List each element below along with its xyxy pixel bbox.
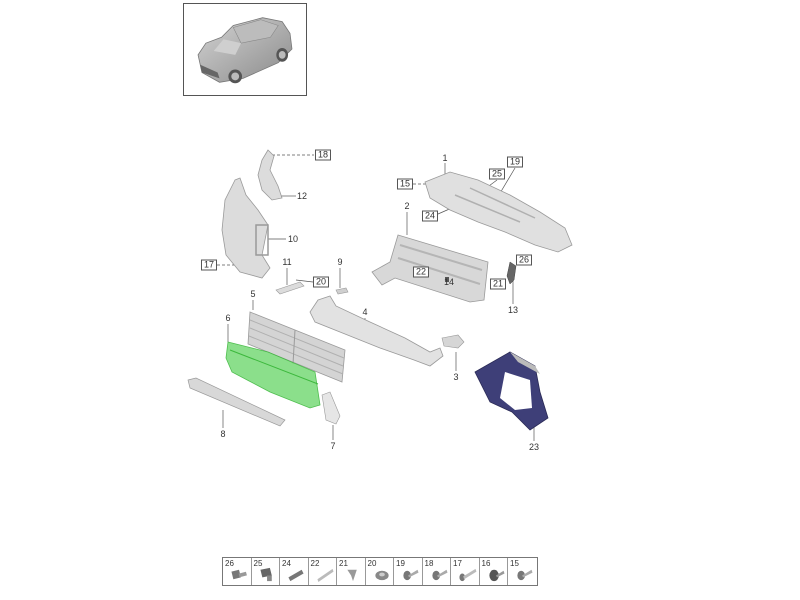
fastener-19[interactable]: 19 — [394, 558, 423, 585]
part-10-carrier — [221, 177, 271, 279]
fastener-number: 22 — [310, 559, 320, 568]
callout-26[interactable]: 26 — [515, 254, 533, 266]
bolt-flange-icon — [259, 567, 272, 582]
fastener-number: 25 — [253, 559, 263, 568]
callout-18[interactable]: 18 — [314, 149, 332, 161]
bolt-washer-icon — [403, 569, 419, 581]
part-4-reinforcement — [309, 295, 444, 367]
bolt-wide-icon — [231, 569, 247, 580]
fastener-number: 17 — [453, 559, 462, 568]
part-3-bracket — [441, 334, 465, 349]
fastener-number: 16 — [481, 559, 491, 568]
callout-13[interactable]: 13 — [507, 305, 519, 315]
bolt-washer-dark-icon — [488, 569, 504, 582]
fastener-26[interactable]: 26 — [223, 558, 252, 585]
bolt-washer-icon — [517, 569, 533, 581]
part-6-highlighted — [225, 341, 321, 409]
fastener-25[interactable]: 25 — [252, 558, 280, 585]
callout-8[interactable]: 8 — [220, 429, 226, 439]
nut-icon — [374, 570, 389, 581]
callout-11[interactable]: 11 — [282, 257, 292, 267]
fastener-number: 19 — [396, 559, 405, 568]
callout-1[interactable]: 1 — [442, 153, 448, 163]
fastener-16[interactable]: 16 — [480, 558, 508, 585]
part-1-cross-member — [424, 171, 573, 253]
fastener-strip: 26 25 24 22 21 20 19 18 17 16 15 — [222, 557, 538, 586]
clip-icon — [347, 569, 357, 582]
callout-5[interactable]: 5 — [250, 289, 256, 299]
screw-long-icon — [316, 568, 333, 583]
fastener-15[interactable]: 15 — [508, 558, 537, 585]
callout-15[interactable]: 15 — [396, 178, 414, 190]
fastener-number: 24 — [282, 559, 291, 568]
screw-icon — [288, 569, 304, 582]
fastener-20[interactable]: 20 — [366, 558, 394, 585]
fastener-number: 15 — [510, 559, 519, 568]
callout-23[interactable]: 23 — [528, 442, 540, 452]
fastener-17[interactable]: 17 — [451, 558, 480, 585]
part-8-trim — [187, 377, 286, 427]
callout-6[interactable]: 6 — [225, 313, 231, 323]
callout-17[interactable]: 17 — [200, 259, 218, 271]
callout-14[interactable]: 14 — [443, 277, 455, 287]
callout-22[interactable]: 22 — [412, 266, 430, 278]
callout-25[interactable]: 25 — [488, 168, 506, 180]
fastener-number: 18 — [424, 559, 434, 568]
fastener-number: 26 — [225, 559, 234, 568]
car-icon — [197, 17, 293, 84]
fastener-24[interactable]: 24 — [280, 558, 309, 585]
callout-20[interactable]: 20 — [312, 276, 330, 288]
part-11-strip — [275, 281, 305, 295]
part-7-cover — [321, 391, 341, 425]
callout-12[interactable]: 12 — [296, 191, 308, 201]
bolt-long-icon — [459, 568, 477, 582]
callout-3[interactable]: 3 — [453, 372, 459, 382]
callout-21[interactable]: 21 — [489, 278, 507, 290]
callout-2[interactable]: 2 — [404, 201, 410, 211]
fastener-number: 21 — [339, 559, 348, 568]
callout-7[interactable]: 7 — [330, 441, 336, 451]
part-9-clip — [335, 287, 349, 295]
bolt-washer-icon — [431, 569, 447, 581]
part-18-bracket — [257, 149, 283, 201]
callout-19[interactable]: 19 — [506, 156, 524, 168]
callout-4[interactable]: 4 — [362, 307, 368, 317]
fastener-22[interactable]: 22 — [309, 558, 337, 585]
callout-10[interactable]: 10 — [287, 234, 299, 244]
part-13-hook — [506, 261, 517, 285]
vehicle-thumbnail[interactable] — [183, 3, 307, 96]
fastener-number: 20 — [367, 559, 377, 568]
fastener-18[interactable]: 18 — [423, 558, 451, 585]
callout-24[interactable]: 24 — [421, 210, 439, 222]
callout-9[interactable]: 9 — [337, 257, 343, 267]
fastener-21[interactable]: 21 — [337, 558, 366, 585]
